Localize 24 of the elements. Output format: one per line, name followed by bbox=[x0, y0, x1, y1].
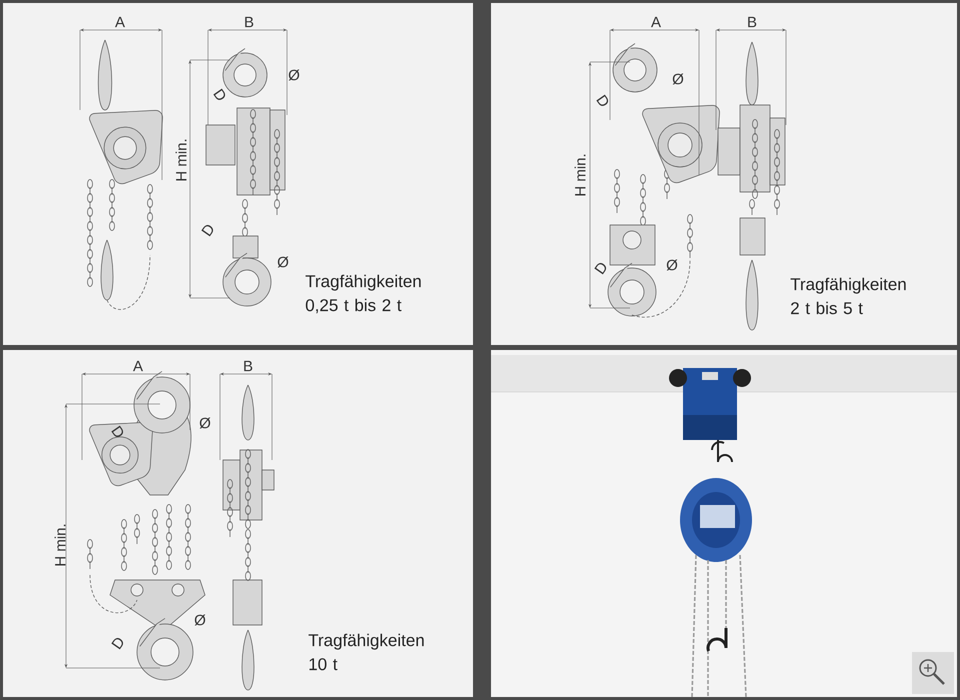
dimension-label: B bbox=[244, 360, 252, 372]
dimension-label: D bbox=[596, 94, 608, 106]
dimension-label: D bbox=[594, 263, 606, 274]
dimension-label: D bbox=[213, 88, 226, 100]
dimension-label: A bbox=[651, 16, 661, 28]
dimension-label: A bbox=[133, 360, 143, 372]
dimension-label: Ø bbox=[288, 69, 300, 81]
capacity-text: Tragfähigkeiten 2 t bis 5 t bbox=[790, 278, 906, 314]
dimension-label: H min. bbox=[176, 140, 186, 180]
dimension-label: B bbox=[245, 16, 254, 28]
dimension-label: H min. bbox=[54, 524, 66, 566]
dimension-label: Ø bbox=[278, 256, 288, 268]
dimension-label: B bbox=[748, 16, 756, 28]
dimension-label: D bbox=[201, 225, 214, 236]
dimension-label: Ø bbox=[200, 417, 210, 429]
dimension-label: Ø bbox=[666, 259, 678, 271]
dimension-label: D bbox=[111, 426, 124, 437]
capacity-text: Tragfähigkeiten 10 t bbox=[308, 634, 424, 670]
dimension-label: D bbox=[111, 638, 124, 650]
dimension-label: Ø bbox=[194, 614, 206, 626]
dimension-label: Ø bbox=[672, 73, 684, 85]
dimension-label: H min. bbox=[574, 154, 586, 196]
capacity-text: Tragfähigkeiten 0,25 t bis 2 t bbox=[306, 274, 421, 314]
dimension-label: A bbox=[115, 16, 125, 28]
